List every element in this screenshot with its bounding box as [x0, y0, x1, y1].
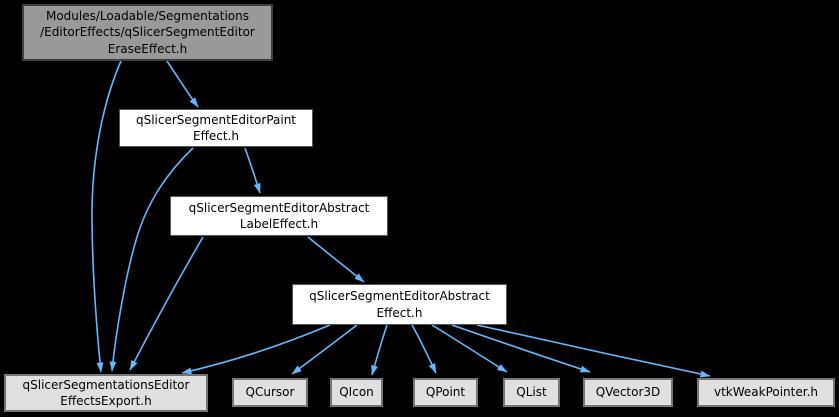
node-abstract_label_effect[interactable]: qSlicerSegmentEditorAbstract LabelEffect…: [170, 196, 388, 236]
edge-paint_effect-to-effects_export: [109, 147, 194, 372]
edge-erase_effect-to-paint_effect: [166, 60, 199, 108]
edge-paint_effect-to-abstract_label_effect: [244, 147, 261, 194]
node-qpoint[interactable]: QPoint: [413, 378, 478, 407]
edge-abstract_effect-to-qpoint: [411, 324, 437, 374]
edge-erase_effect-to-effects_export: [91, 60, 122, 373]
edge-abstract_effect-to-qvector3d: [451, 324, 591, 373]
node-vtkweakpointer[interactable]: vtkWeakPointer.h: [697, 378, 835, 407]
edge-abstract_effect-to-qcursor: [291, 324, 358, 375]
node-qcursor[interactable]: QCursor: [232, 378, 308, 407]
node-qlist[interactable]: QList: [503, 378, 560, 407]
node-erase_effect[interactable]: Modules/Loadable/Segmentations /EditorEf…: [22, 4, 273, 61]
edge-abstract_label_effect-to-effects_export: [129, 236, 204, 371]
node-paint_effect[interactable]: qSlicerSegmentEditorPaint Effect.h: [119, 109, 313, 147]
node-effects_export[interactable]: qSlicerSegmentationsEditor EffectsExport…: [4, 374, 208, 412]
edge-abstract_effect-to-vtkweakpointer: [476, 324, 711, 378]
node-abstract_effect[interactable]: qSlicerSegmentEditorAbstract Effect.h: [292, 284, 507, 325]
node-qvector3d[interactable]: QVector3D: [583, 378, 673, 407]
edge-abstract_effect-to-qicon: [371, 324, 388, 376]
edge-abstract_effect-to-qlist: [431, 324, 508, 373]
edge-abstract_label_effect-to-abstract_effect: [307, 236, 365, 283]
edge-abstract_effect-to-effects_export: [181, 324, 331, 375]
node-qicon[interactable]: QIcon: [330, 378, 383, 407]
